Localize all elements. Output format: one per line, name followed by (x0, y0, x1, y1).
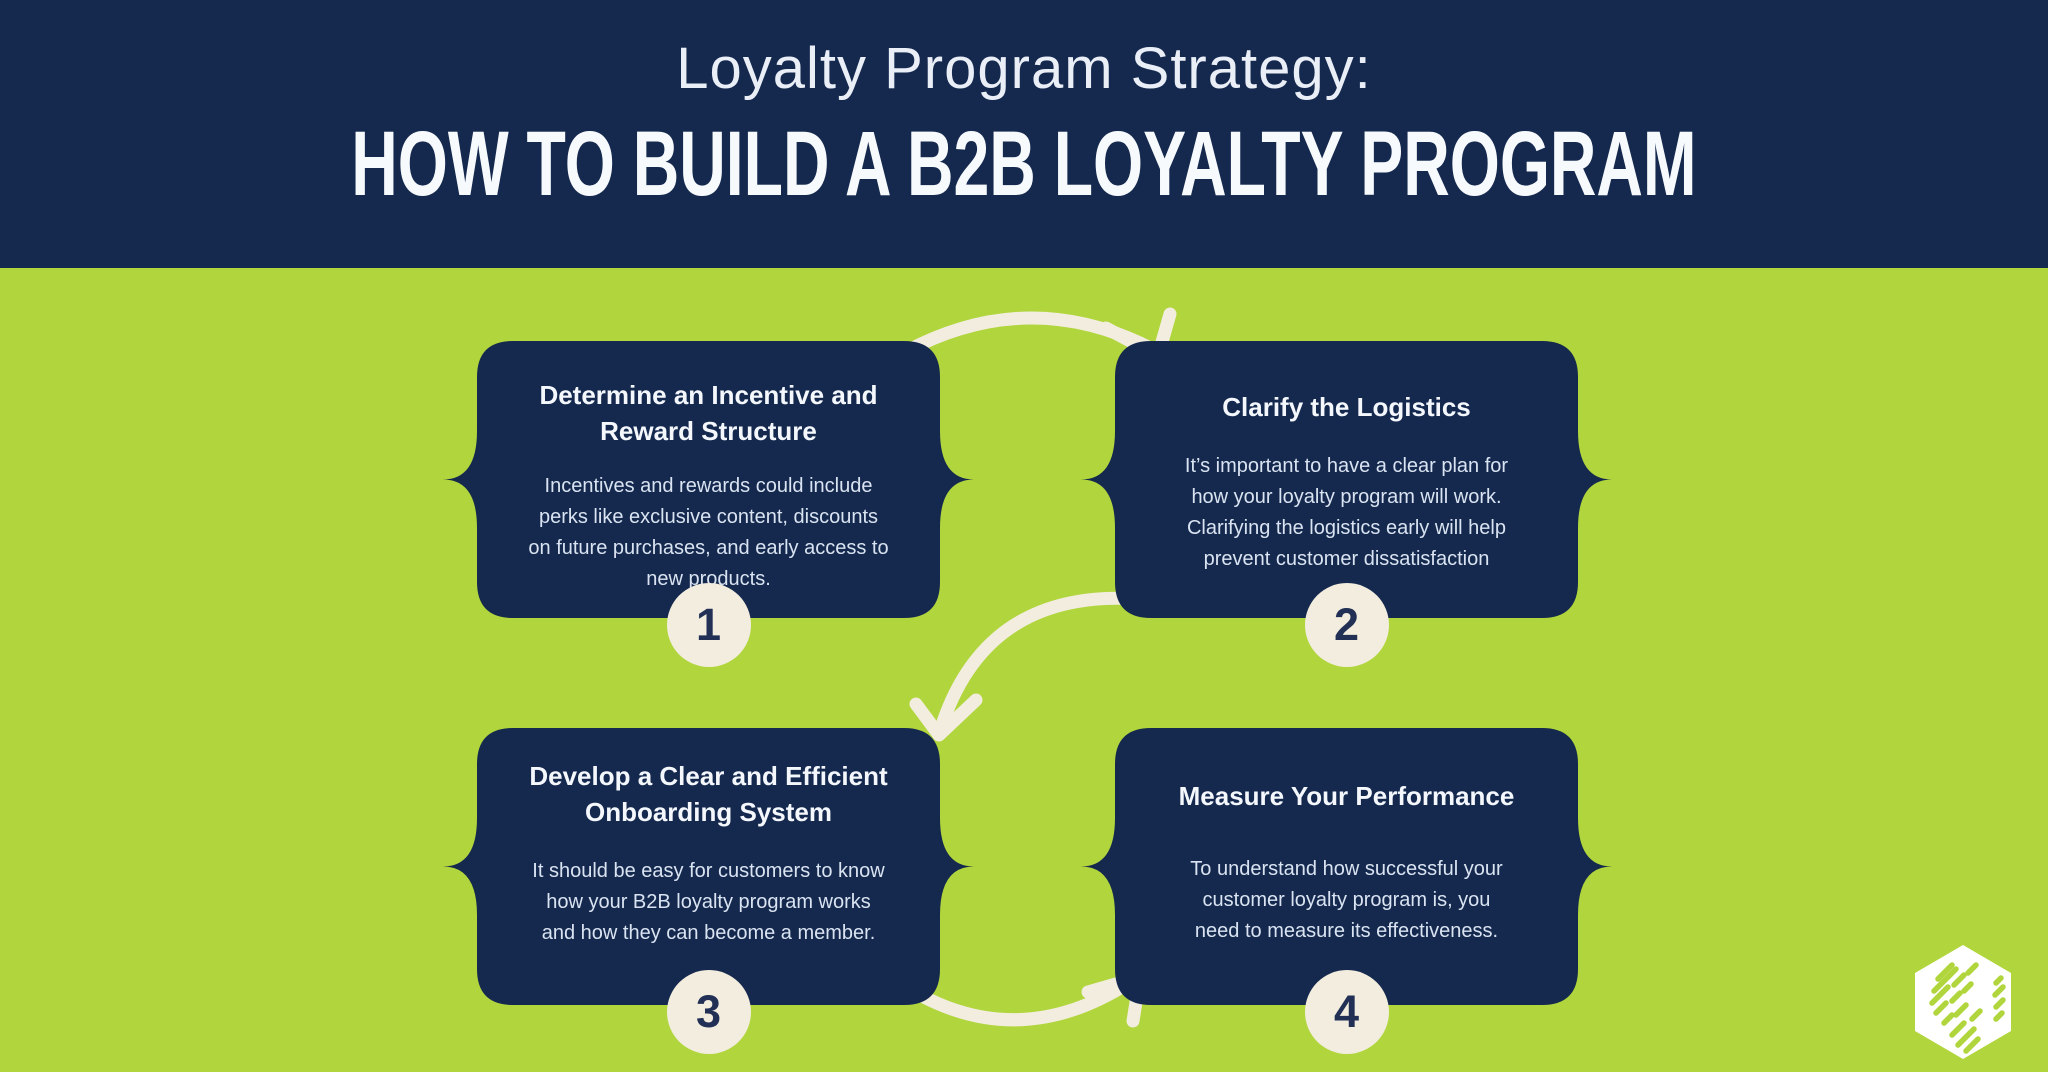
card-shape (1081, 728, 1612, 1005)
card-shape (1081, 341, 1612, 618)
step-number: 1 (695, 599, 722, 650)
header: Loyalty Program Strategy: HOW TO BUILD A… (0, 0, 2048, 268)
step-number-badge: 3 (666, 970, 751, 1054)
step-title: Determine an Incentive and Reward Struct… (539, 380, 878, 446)
step-number: 3 (695, 986, 722, 1037)
card-shape (443, 728, 974, 1005)
step-number: 4 (1333, 986, 1360, 1037)
step-title: Clarify the Logistics (1222, 392, 1471, 422)
step-description: Incentives and rewards could include per… (528, 475, 889, 590)
step-title: Measure Your Performance (1178, 781, 1515, 811)
card-shape (443, 341, 974, 618)
step-title: Develop a Clear and Efficient Onboarding… (529, 761, 888, 827)
step-description: To understand how successful your custom… (1190, 858, 1503, 942)
step-card-1: Determine an Incentive and Reward Struct… (443, 341, 974, 667)
step-card-4: Measure Your Performance To understand h… (1081, 728, 1612, 1054)
header-subtitle: Loyalty Program Strategy: (676, 36, 1372, 101)
page-title-text: HOW TO BUILD A B2B LOYALTY PROGRAM (351, 113, 1697, 215)
step-description: It’s important to have a clear plan for … (1184, 455, 1509, 570)
step-number: 2 (1333, 599, 1360, 650)
step-number-badge: 1 (666, 583, 751, 667)
step-card-2: Clarify the Logistics It’s important to … (1081, 341, 1612, 667)
step-number-badge: 4 (1304, 970, 1389, 1054)
step-number-badge: 2 (1304, 583, 1389, 667)
step-description: It should be easy for customers to know … (532, 860, 885, 944)
curved-arrow-down-left-icon (909, 591, 1147, 742)
step-card-3: Develop a Clear and Efficient Onboarding… (443, 728, 974, 1054)
hexagon-hatched-logo-icon (1915, 945, 2011, 1059)
page-title: HOW TO BUILD A B2B LOYALTY PROGRAM (0, 112, 2048, 216)
